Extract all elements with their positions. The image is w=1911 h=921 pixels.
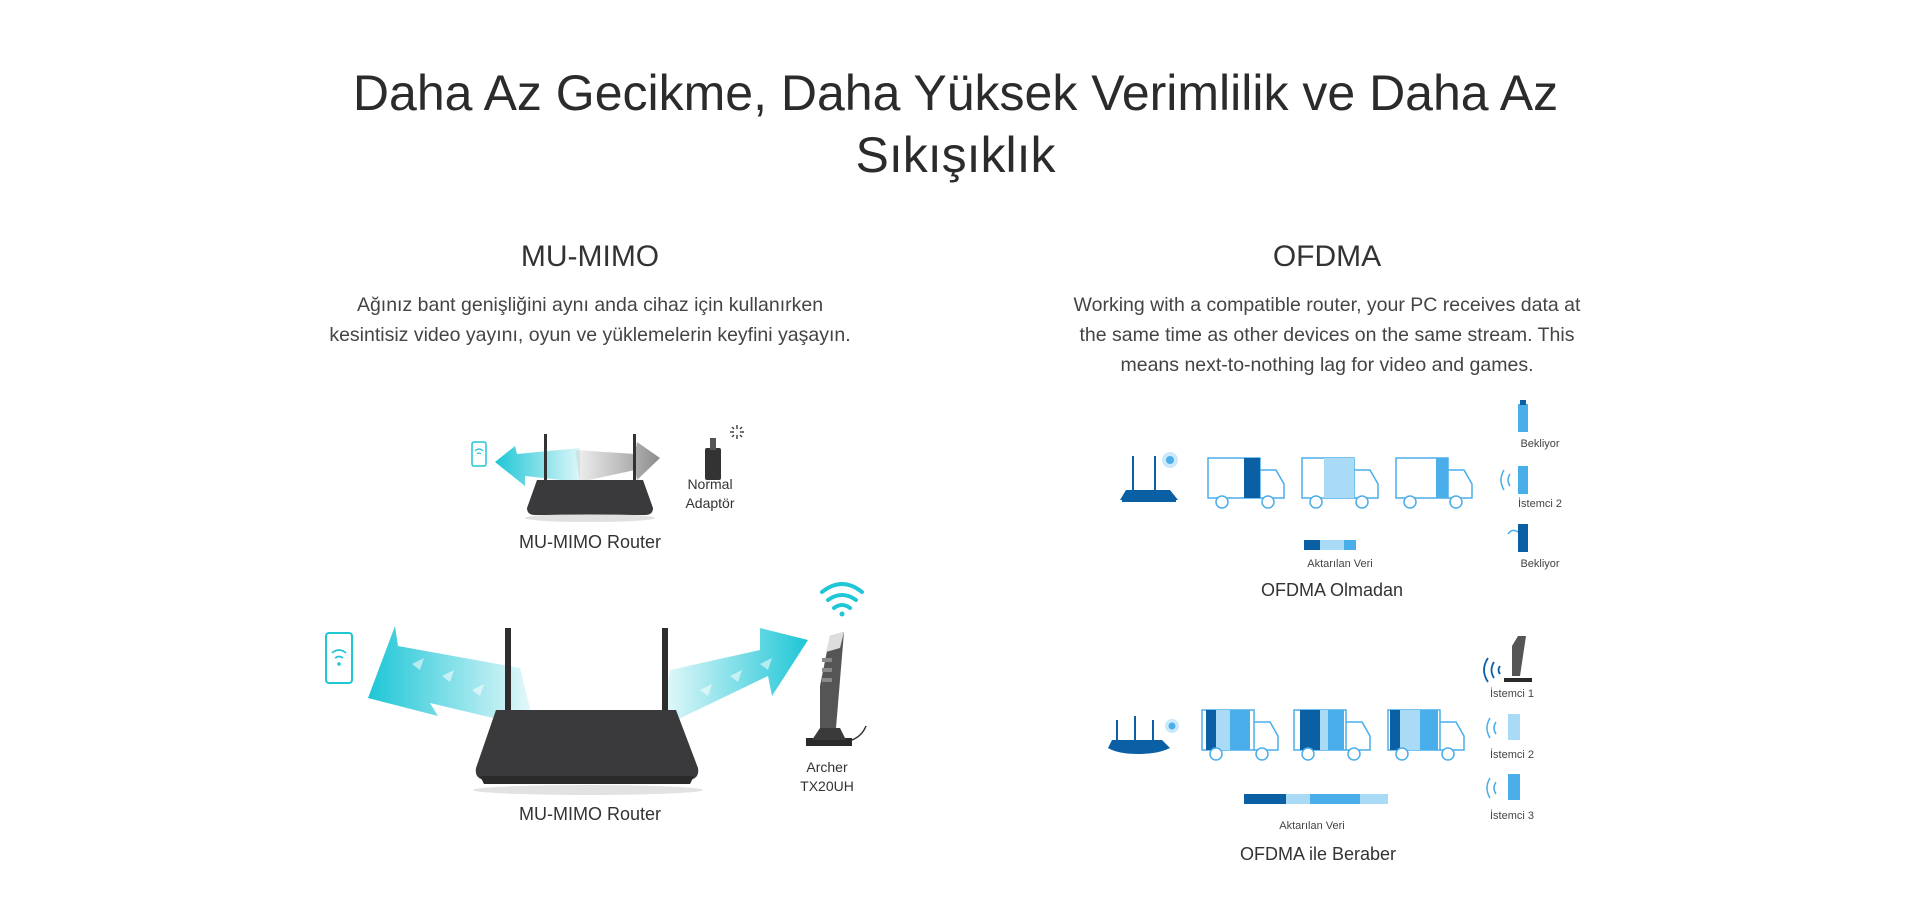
beam-to-adapter <box>575 442 660 482</box>
router-blue-icon <box>1120 452 1178 502</box>
mumimo-desc-line1: Ağınız bant genişliğini aynı anda cihaz … <box>356 294 824 316</box>
ofdma-desc-line3: means next-to-nothing lag for video and … <box>1120 354 1534 376</box>
archer-adapter-icon <box>806 632 867 746</box>
truck-icon-2 <box>1301 457 1379 509</box>
top-router-caption: MU-MIMO Router <box>518 532 661 552</box>
client-2-with-icon <box>1486 714 1520 740</box>
phone-large-icon <box>325 632 353 684</box>
without-client-bottom-label: Bekliyor <box>1520 558 1560 570</box>
archer-line2: TX20UH <box>800 778 854 794</box>
router-blue-large-icon <box>1108 716 1179 754</box>
client-1-icon <box>1483 636 1532 683</box>
wifi-icon <box>820 582 864 617</box>
with-client-3-label: İstemci 3 <box>1489 810 1534 822</box>
ofdma-desc-line2: the same time as other devices on the sa… <box>1079 324 1575 346</box>
with-legend-label: Aktarılan Veri <box>1279 820 1345 832</box>
mumimo-title: MU-MIMO <box>520 240 660 273</box>
archer-line1: Archer <box>806 759 848 775</box>
ofdma-desc-line1: Working with a compatible router, your P… <box>1073 294 1581 316</box>
truck-icon-3 <box>1395 457 1473 509</box>
truck-with-icon-1 <box>1201 709 1279 761</box>
normal-adapter-line1: Normal <box>687 476 733 492</box>
without-client-mid-label: İstemci 2 <box>1517 498 1562 510</box>
archer-label: Archer TX20UH <box>787 758 867 796</box>
ofdma-title: OFDMA <box>1272 240 1382 273</box>
beam-to-phone <box>495 446 580 486</box>
truck-icon-1 <box>1207 457 1285 509</box>
client-waiting-top-icon <box>1518 400 1528 432</box>
phone-icon <box>471 441 487 467</box>
client-3-icon <box>1486 774 1520 800</box>
truck-with-icon-3 <box>1387 709 1465 761</box>
normal-adapter-label: Normal Adaptör <box>670 475 750 513</box>
with-client-1-label: İstemci 1 <box>1489 688 1534 700</box>
router-large-icon <box>473 628 703 795</box>
client-waiting-bottom-icon <box>1507 524 1528 552</box>
ofdma-without-diagram <box>1120 400 1528 552</box>
router-small-icon <box>525 434 655 522</box>
ofdma-without-caption: OFDMA Olmadan <box>1260 580 1404 600</box>
without-client-top-label: Bekliyor <box>1520 438 1560 450</box>
normal-adapter-line2: Adaptör <box>685 495 735 511</box>
with-client-2-label: İstemci 2 <box>1489 749 1534 761</box>
mumimo-description: Ağınız bant genişliğini aynı anda cihaz … <box>290 290 890 350</box>
mumimo-small-diagram <box>471 425 744 522</box>
loading-spinner-icon <box>730 425 744 439</box>
ofdma-description: Working with a compatible router, your P… <box>1027 290 1627 380</box>
page-title-line1: Daha Az Gecikme, Daha Yüksek Verimlilik … <box>352 65 1559 121</box>
mumimo-desc-line2: kesintisiz video yayını, oyun ve yükleme… <box>329 324 851 346</box>
mumimo-large-diagram <box>325 582 867 795</box>
client-2-icon <box>1500 466 1528 494</box>
data-legend-bar-with <box>1244 794 1388 804</box>
bottom-router-caption: MU-MIMO Router <box>518 804 661 824</box>
page-title: Daha Az Gecikme, Daha Yüksek Verimlilik … <box>0 62 1911 186</box>
truck-with-icon-2 <box>1293 709 1371 761</box>
without-legend-label: Aktarılan Veri <box>1307 558 1373 570</box>
data-legend-bar <box>1304 540 1356 550</box>
usb-adapter-icon <box>705 438 721 480</box>
ofdma-with-diagram <box>1108 636 1532 804</box>
ofdma-with-caption: OFDMA ile Beraber <box>1239 844 1397 864</box>
page-title-line2: Sıkışıklık <box>855 127 1056 183</box>
